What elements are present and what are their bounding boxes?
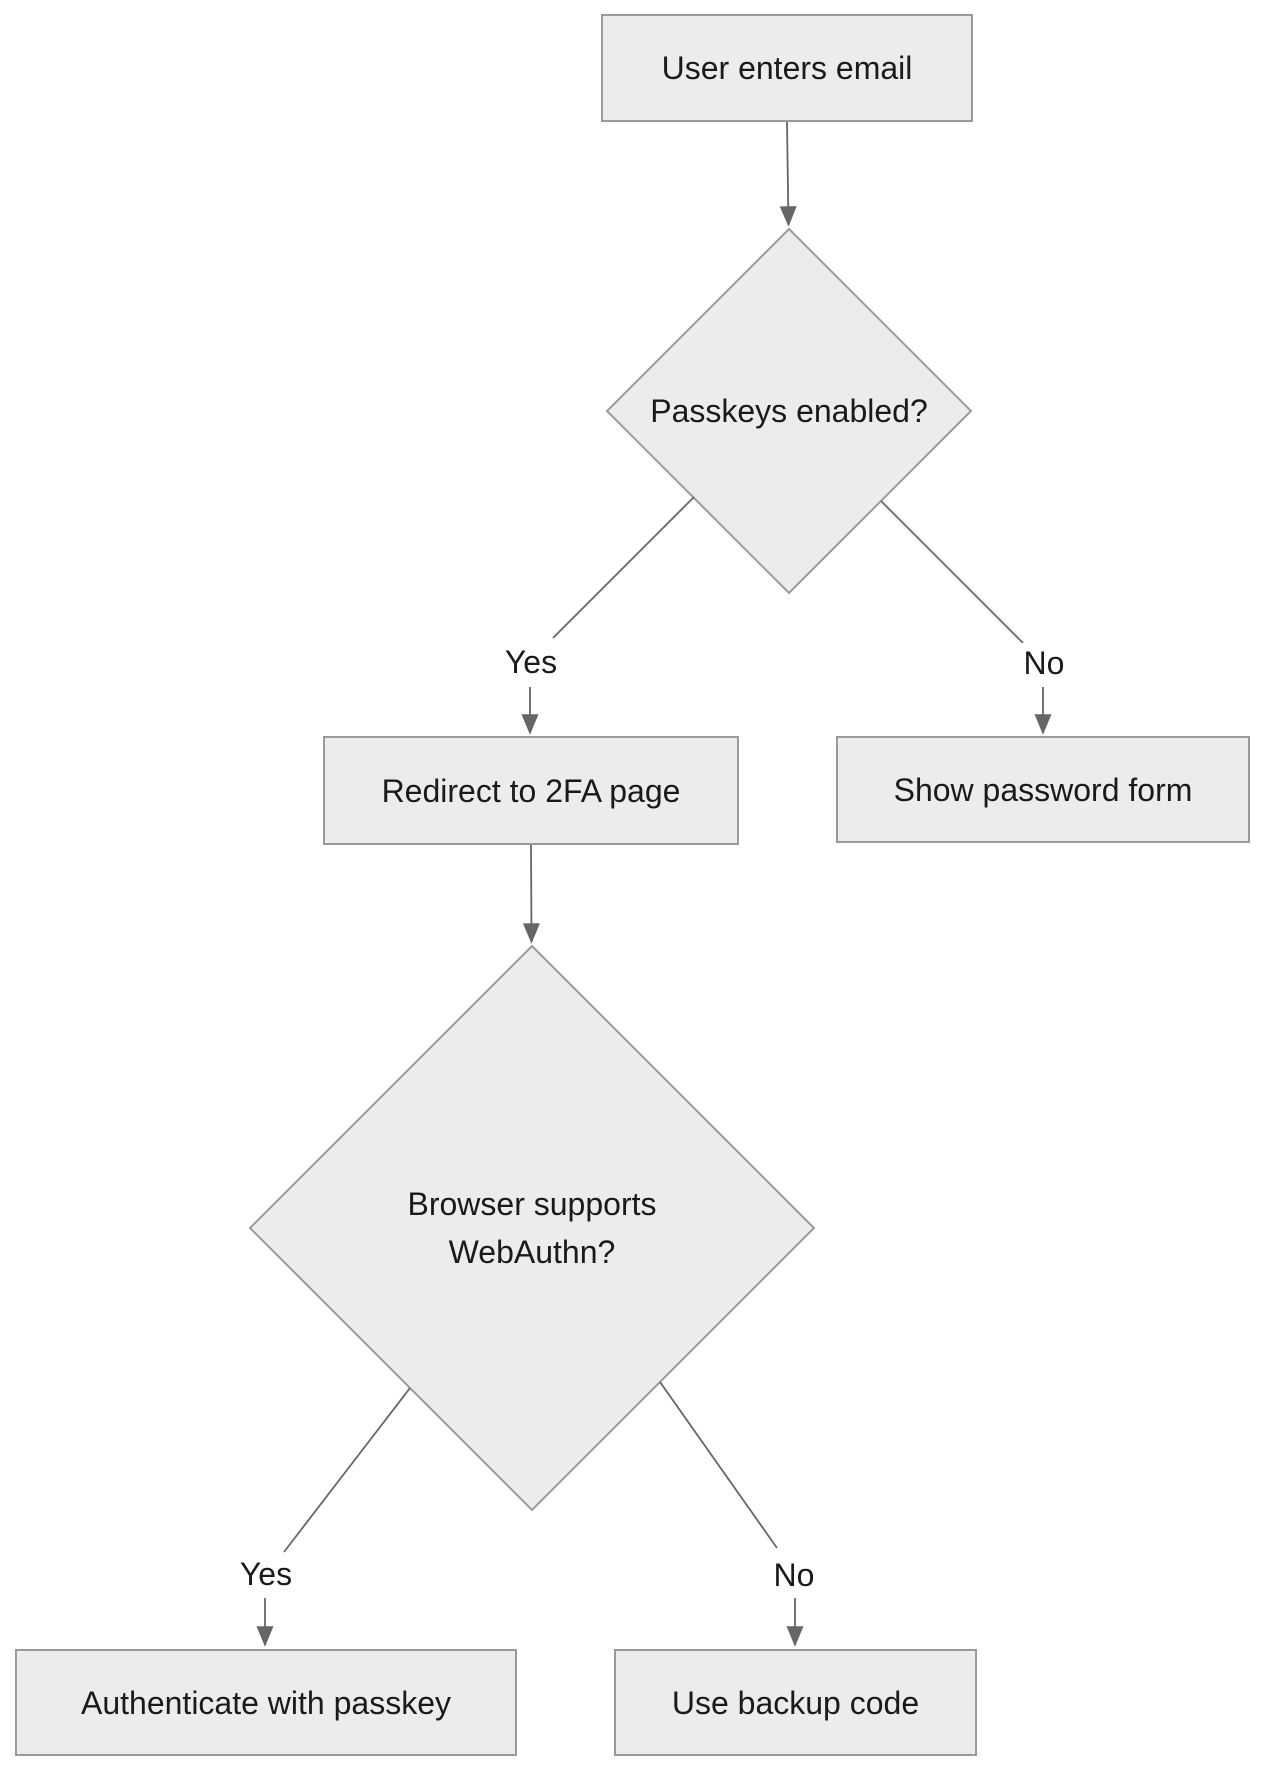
node-label: Use backup code [671,1684,920,1721]
node-label-line-2: WebAuthn? [448,1234,616,1270]
node-show-password-form: Show password form [836,736,1250,843]
node-label: Show password form [893,771,1193,808]
edge-label-no-webauthn: No [719,1555,869,1595]
node-label: Redirect to 2FA page [381,772,681,809]
edge-webauthn-yes-to-authenticate [256,1387,411,1647]
edge-passkeys-yes-to-redirect [521,496,695,735]
edge-label-no-passkeys: No [969,643,1119,683]
edge-redirect-to-webauthn [522,844,540,944]
edge-label-yes-passkeys: Yes [456,642,606,682]
passkeys-enabled-diamond-shape [605,227,973,595]
node-authenticate-with-passkey: Authenticate with passkey [15,1649,517,1756]
edge-webauthn-no-to-backup [659,1381,804,1647]
node-label: User enters email [661,50,913,86]
node-label: Passkeys enabled? [650,393,928,429]
node-label: Authenticate with passkey [81,1684,451,1721]
edge-passkeys-no-to-password [880,500,1052,735]
node-user-enters-email: User enters email [601,14,973,122]
edge-user-email-to-passkeys [779,121,797,227]
node-passkeys-enabled: Passkeys enabled? [589,391,989,431]
edge-label-yes-webauthn: Yes [191,1554,341,1594]
node-use-backup-code: Use backup code [614,1649,977,1756]
node-label-line-1: Browser supports [407,1186,657,1222]
browser-supports-webauthn-diamond-shape [248,944,816,1512]
node-redirect-to-2fa-page: Redirect to 2FA page [323,736,739,845]
node-browser-supports-webauthn: Browser supports WebAuthn? [282,1180,782,1276]
